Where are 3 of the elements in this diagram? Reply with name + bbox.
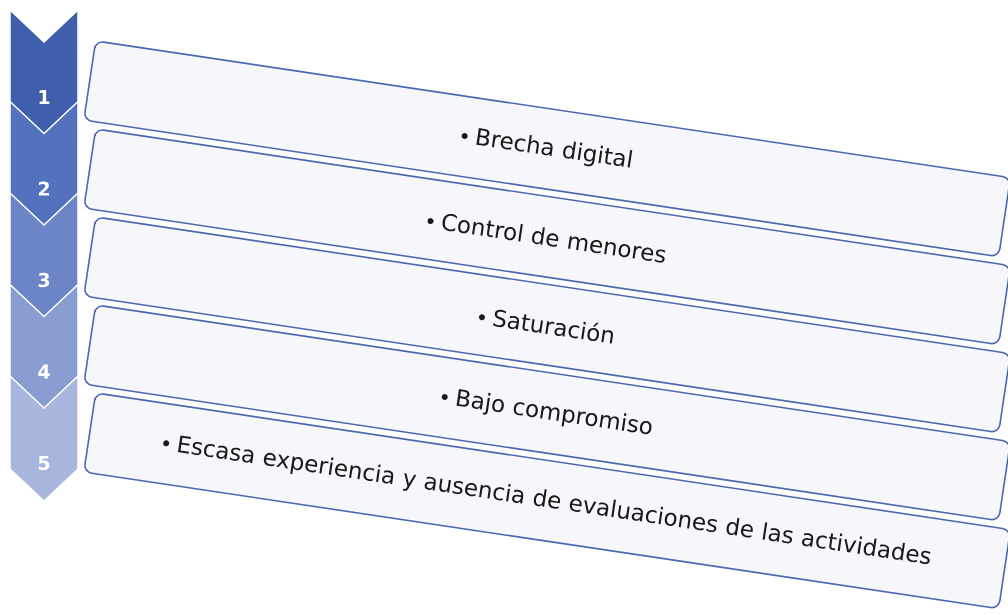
node-label: Brecha digital xyxy=(476,128,633,168)
step-number-tab: 1 xyxy=(9,8,79,137)
node-label: Saturación xyxy=(493,309,613,344)
